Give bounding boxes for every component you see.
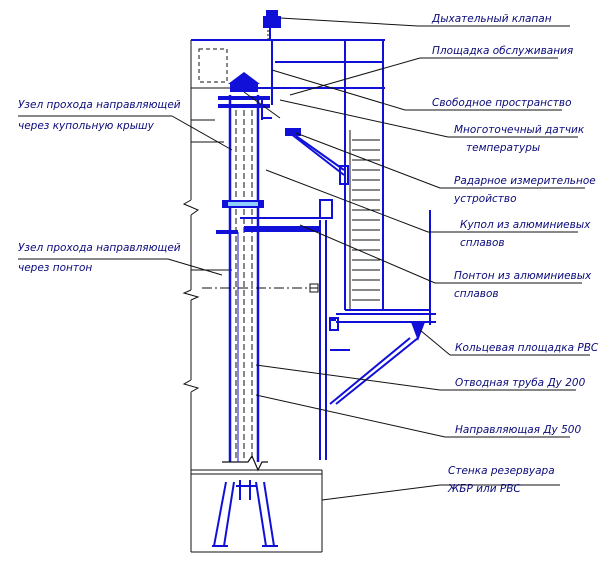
label-radar-device-line1: Радарное измерительное [454, 175, 596, 187]
guide-pipe [222, 95, 268, 472]
foundation-legs [212, 480, 278, 547]
label-pontoon-node-line1: Узел прохода направляющей [18, 242, 181, 254]
label-guide: Направляющая Ду 500 [455, 424, 581, 436]
roof-pass-node [216, 200, 320, 234]
label-temperature-sensor-line1: Многоточечный датчик [454, 124, 585, 136]
ring-platform [329, 210, 436, 405]
pontoon-plate [309, 283, 319, 293]
label-radar-device-line2: устройство [453, 193, 517, 205]
label-temperature-sensor-line2: температуры [466, 142, 540, 154]
label-tank-wall-line1: Стенка резервуара [448, 465, 555, 477]
label-roof-node-line2: через купольную крышу [18, 120, 155, 132]
label-breathing-valve: Дыхательный клапан [431, 13, 552, 25]
leader-lines [18, 17, 590, 501]
label-dome-line1: Купол из алюминиевых [460, 219, 591, 231]
staircase [349, 130, 380, 310]
breathing-valve-icon [263, 10, 281, 40]
temperature-sensor [261, 100, 349, 185]
label-service-platform: Площадка обслуживания [432, 45, 573, 57]
label-pontoon-line2: сплавов [454, 288, 499, 300]
label-sampling-pipe: Отводная труба Ду 200 [455, 377, 586, 389]
label-pontoon-node-line2: через понтон [18, 262, 92, 274]
label-ring-platform: Кольцевая площадка РВС [455, 342, 599, 354]
pontoon-frame [237, 199, 333, 462]
label-dome-line2: сплавов [460, 237, 505, 249]
label-tank-wall-line2: ЖБР или РВС [447, 483, 521, 495]
label-free-space: Свободное пространство [432, 97, 572, 109]
label-pontoon-line1: Понтон из алюминиевых [454, 270, 592, 282]
service-platform [191, 39, 385, 310]
label-roof-node-line1: Узел прохода направляющей [18, 99, 181, 111]
